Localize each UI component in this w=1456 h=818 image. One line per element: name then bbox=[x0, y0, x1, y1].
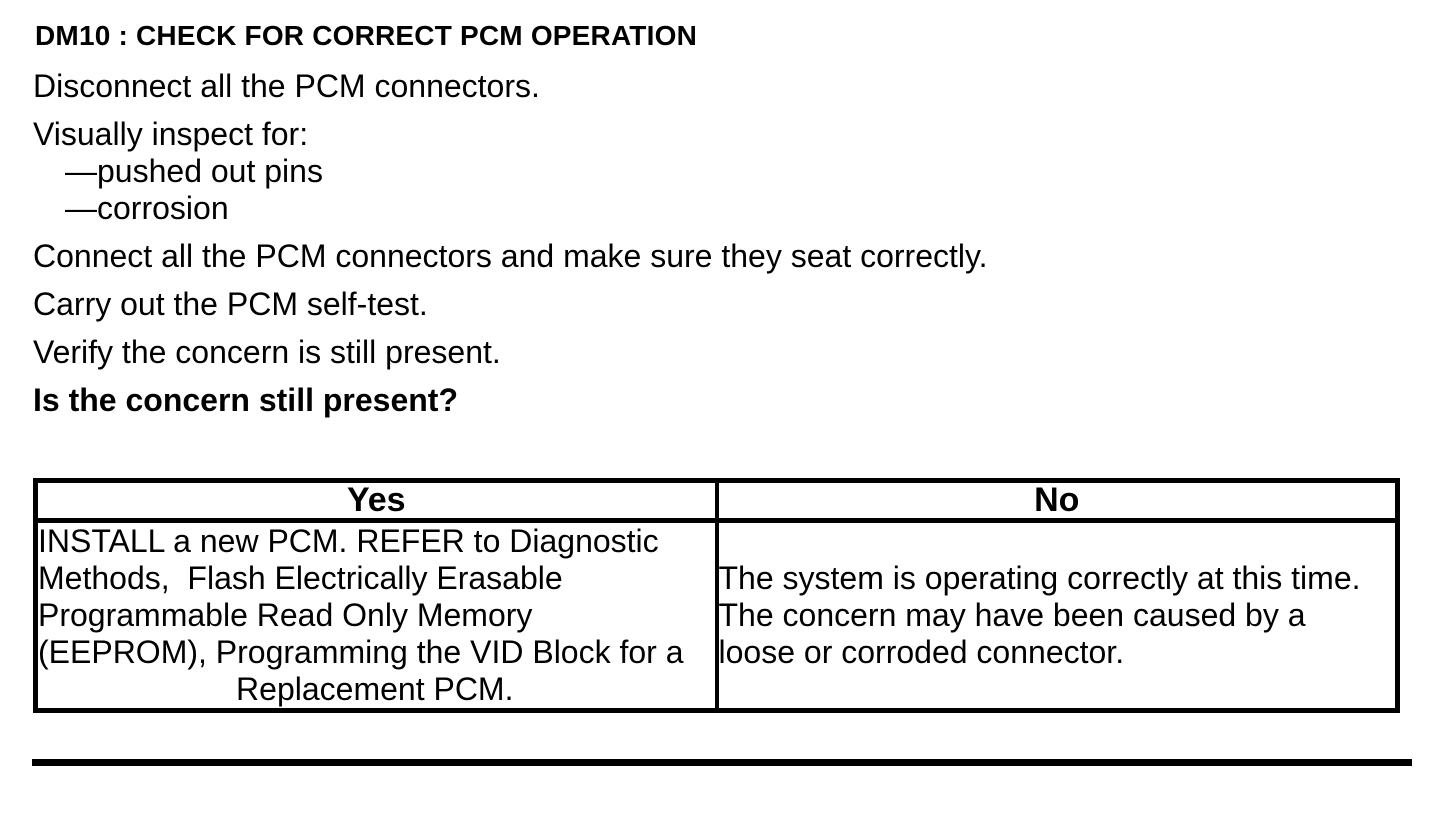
step-connect: Connect all the PCM connectors and make … bbox=[33, 238, 988, 274]
no-action-line: The concern may have been caused by a bbox=[718, 597, 1306, 633]
yes-action-line: (EEPROM), Programming the VID Block for … bbox=[38, 634, 684, 670]
procedure-heading: DM10 : CHECK FOR CORRECT PCM OPERATION bbox=[35, 20, 697, 51]
yes-action-line: INSTALL a new PCM. REFER to Diagnostic bbox=[38, 523, 659, 559]
diagnostic-procedure-page: DM10 : CHECK FOR CORRECT PCM OPERATION D… bbox=[32, 20, 1456, 766]
step-selftest: Carry out the PCM self-test. bbox=[33, 286, 428, 322]
decision-question: Is the concern still present? bbox=[33, 382, 458, 418]
yes-column-header: Yes bbox=[35, 480, 719, 523]
results-table-body-row: INSTALL a new PCM. REFER to Diagnostic M… bbox=[35, 520, 1398, 711]
yes-action-line: Replacement PCM. bbox=[236, 671, 514, 707]
step-verify: Verify the concern is still present. bbox=[33, 334, 501, 370]
step-inspect: Visually inspect for: —pushed out pins —… bbox=[33, 116, 1456, 227]
yes-action-line: Programmable Read Only Memory bbox=[38, 597, 533, 633]
results-table-header-row: Yes No bbox=[35, 480, 1398, 523]
inspect-item-pushed-out-pins: —pushed out pins bbox=[65, 153, 323, 189]
no-action-cell: The system is operating correctly at thi… bbox=[717, 521, 1398, 711]
results-table: Yes No INSTALL a new PCM. REFER to Diagn… bbox=[33, 478, 1400, 713]
horizontal-rule bbox=[32, 759, 1412, 766]
inspect-item-corrosion: —corrosion bbox=[65, 190, 229, 226]
step-disconnect: Disconnect all the PCM connectors. bbox=[33, 68, 540, 104]
no-action-line: The system is operating correctly at thi… bbox=[718, 560, 1361, 596]
no-column-header: No bbox=[716, 480, 1398, 523]
yes-action-line: Methods, Flash Electrically Erasable bbox=[38, 560, 563, 596]
no-action-line: loose or corroded connector. bbox=[718, 634, 1125, 670]
inspect-intro: Visually inspect for: bbox=[33, 116, 309, 152]
yes-action-cell: INSTALL a new PCM. REFER to Diagnostic M… bbox=[35, 520, 719, 711]
